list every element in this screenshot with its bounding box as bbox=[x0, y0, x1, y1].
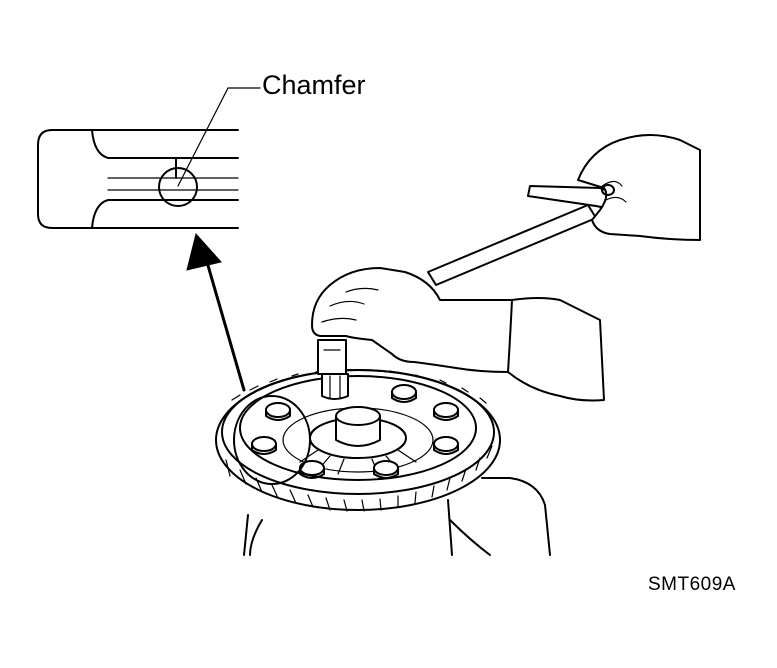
differential-case bbox=[243, 477, 551, 556]
gear-detail-circle bbox=[233, 395, 311, 485]
gear-bolts bbox=[251, 384, 459, 479]
socket-extension bbox=[317, 339, 349, 400]
right-hand bbox=[577, 134, 701, 241]
bolt bbox=[433, 402, 459, 421]
callout-leader-line bbox=[177, 87, 261, 187]
chamfer-detail-inset bbox=[37, 129, 239, 229]
bolt bbox=[265, 402, 291, 421]
figure-code: SMT609A bbox=[648, 574, 736, 595]
detail-arrow bbox=[186, 232, 246, 392]
chamfer-label: Chamfer bbox=[262, 70, 366, 100]
bolt bbox=[373, 460, 399, 479]
chamfer-circle bbox=[158, 167, 198, 207]
bolt bbox=[251, 436, 277, 455]
bolt bbox=[391, 384, 417, 403]
bolt bbox=[299, 460, 325, 479]
bolt bbox=[433, 436, 459, 455]
left-hand bbox=[311, 267, 605, 402]
